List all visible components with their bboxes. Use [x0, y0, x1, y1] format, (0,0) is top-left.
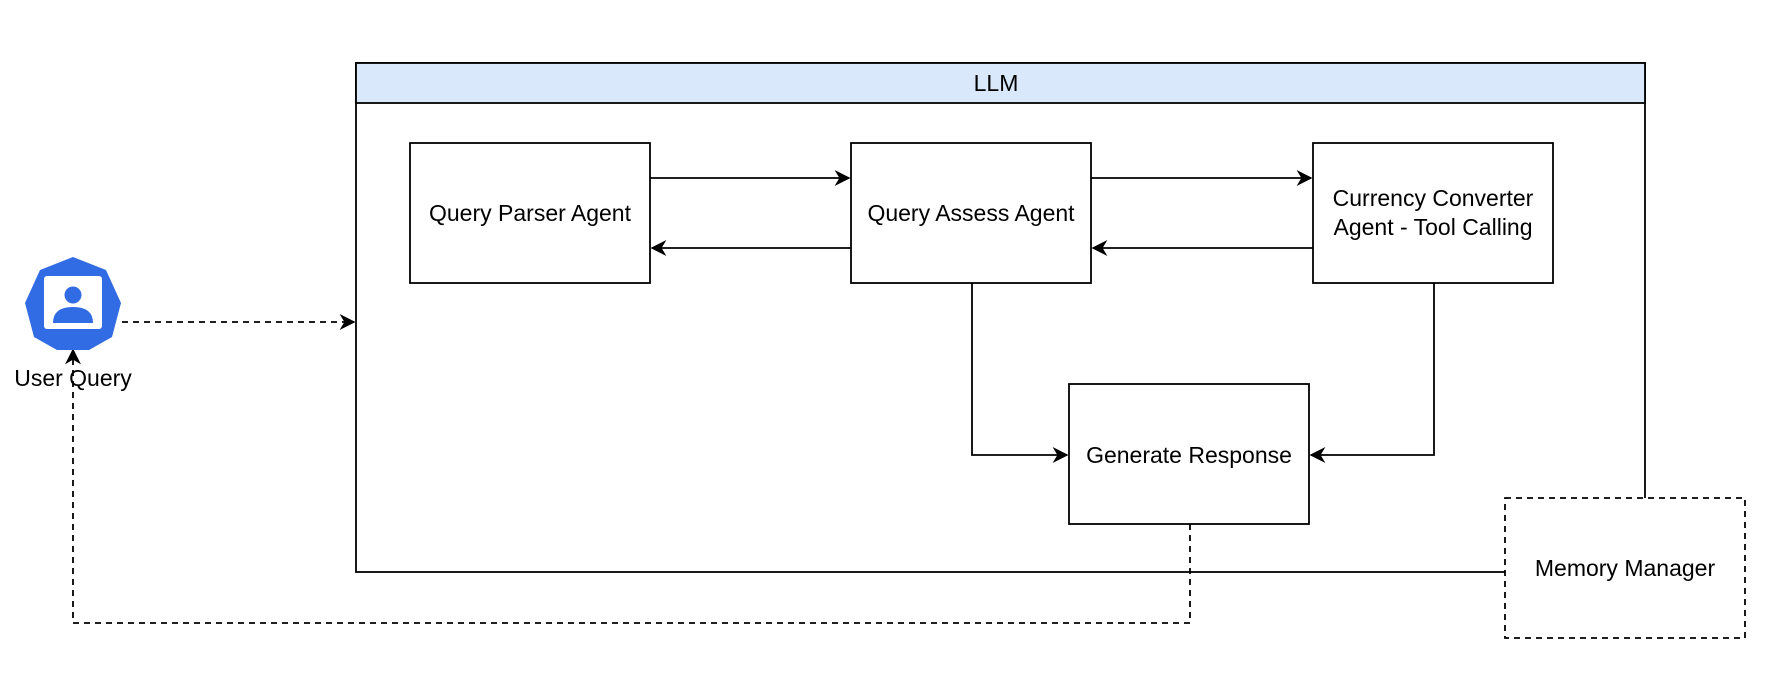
memory-manager-label: Memory Manager: [1535, 555, 1716, 581]
node-label-line: Query Parser Agent: [429, 200, 632, 226]
llm-title: LLM: [974, 70, 1019, 96]
user-query-label: User Query: [14, 365, 132, 391]
generate-response-node[interactable]: Generate Response: [1068, 383, 1310, 525]
dashed-connectors: [65, 314, 1191, 624]
query-assess-agent-label: Query Assess Agent: [867, 200, 1075, 226]
connectors: [650, 170, 1435, 463]
llm-header: [355, 62, 1646, 104]
arrow-currency-to-generate: [1309, 283, 1435, 463]
node-label-line: Memory Manager: [1535, 555, 1716, 581]
arrow-generate-to-user: [65, 348, 1191, 624]
node-label-line: Currency Converter: [1333, 185, 1534, 211]
node-label-line: Generate Response: [1086, 442, 1292, 468]
user-icon: [25, 257, 121, 350]
user-query-node[interactable]: User Query: [14, 257, 132, 391]
generate-response-label: Generate Response: [1086, 442, 1292, 468]
llm-container: LLM: [355, 62, 1646, 573]
node-label-line: Query Assess Agent: [867, 200, 1075, 226]
query-parser-agent-label: Query Parser Agent: [429, 200, 632, 226]
arrow-assess-to-generate: [971, 283, 1069, 463]
memory-manager-node[interactable]: Memory Manager: [1504, 497, 1746, 639]
node-label-line: Agent - Tool Calling: [1333, 214, 1532, 240]
query-assess-agent-node[interactable]: Query Assess Agent: [850, 142, 1092, 284]
query-parser-agent-node[interactable]: Query Parser Agent: [409, 142, 651, 284]
